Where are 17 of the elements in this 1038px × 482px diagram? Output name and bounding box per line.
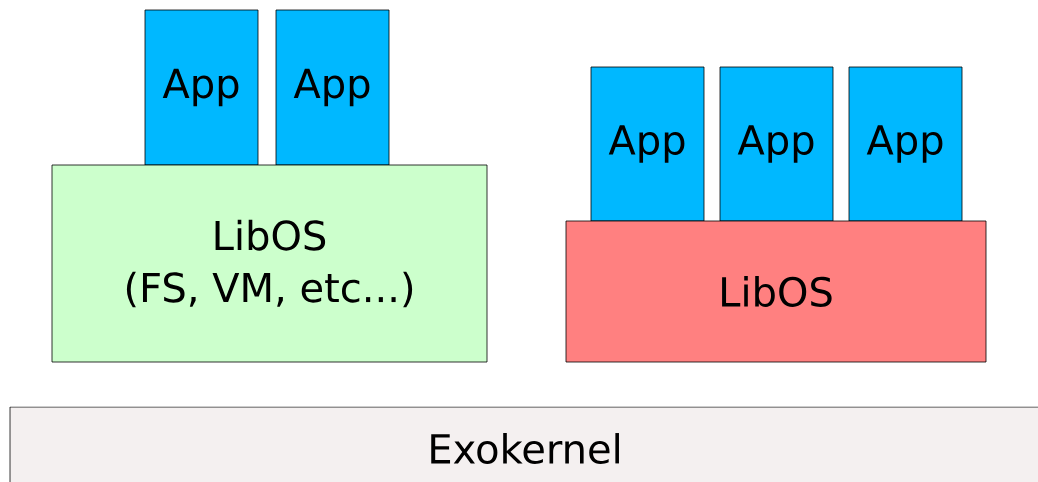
libos-box bbox=[565, 220, 987, 363]
node-label: LibOS bbox=[722, 276, 832, 307]
node-label: App bbox=[162, 68, 239, 107]
node-label: (FS, VM, etc...) bbox=[126, 271, 413, 308]
app-box bbox=[275, 9, 390, 166]
node-label: App bbox=[866, 125, 943, 163]
app-box bbox=[719, 66, 834, 222]
node-label: App bbox=[293, 68, 370, 107]
node-label: App bbox=[737, 125, 814, 163]
node-label: App bbox=[608, 125, 685, 163]
node-label: Exokernel bbox=[431, 433, 619, 464]
app-box bbox=[590, 66, 705, 222]
app-box bbox=[144, 9, 259, 166]
app-box bbox=[848, 66, 963, 222]
node-label: LibOS bbox=[215, 219, 326, 251]
libos-box bbox=[51, 164, 488, 363]
exokernel-band bbox=[9, 406, 1038, 482]
